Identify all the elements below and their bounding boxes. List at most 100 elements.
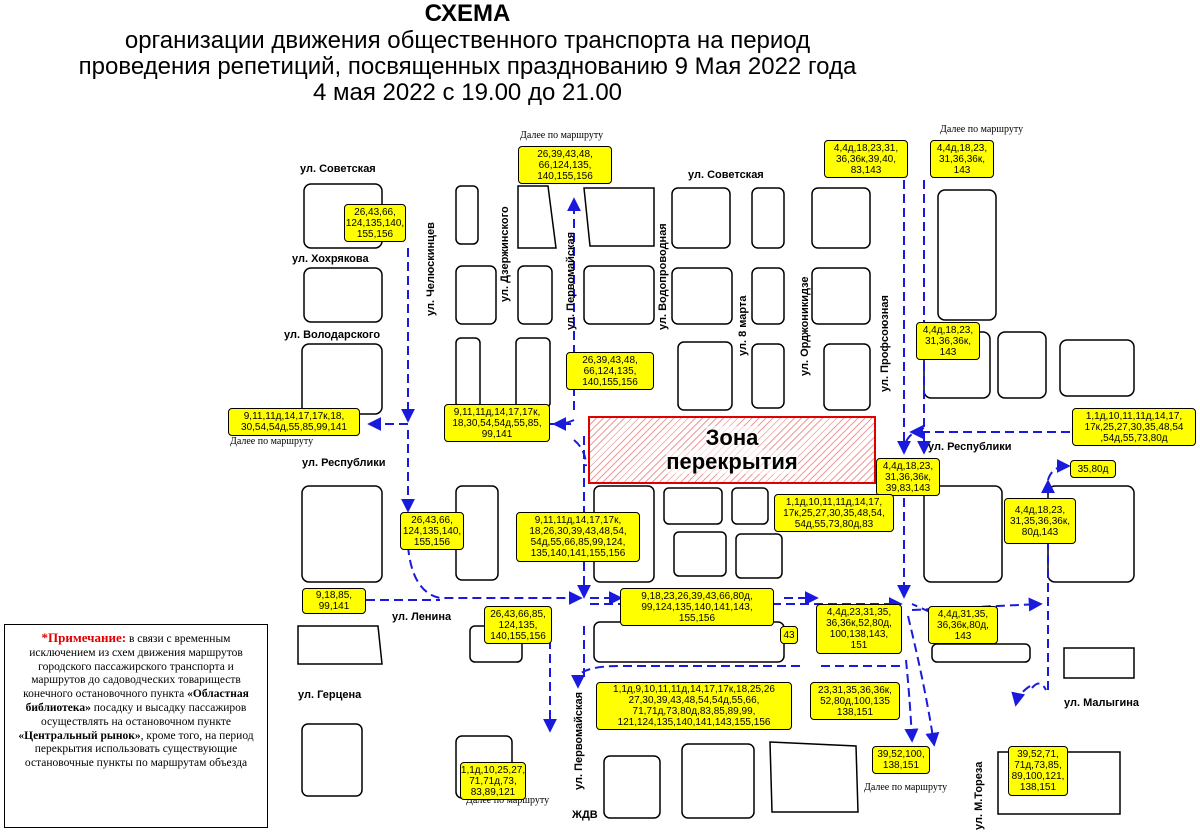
block [811, 267, 871, 325]
further-label-bottom-left: Далее по маршруту [466, 795, 549, 806]
street-vodoprovodnaya: ул. Водопроводная [657, 223, 669, 330]
block [735, 533, 783, 579]
block [517, 185, 557, 249]
arrow-toreza-south [907, 615, 940, 747]
block [923, 485, 1003, 583]
block [301, 723, 363, 797]
block [931, 643, 1031, 663]
block [515, 337, 551, 409]
further-label-top-right: Далее по маршруту [940, 124, 1023, 135]
note-stop-2: «Центральный рынок» [18, 729, 141, 742]
block [811, 187, 871, 249]
route-box: 39,52,100, 138,151 [872, 746, 930, 774]
route-box: 26,43,66, 124,135,140, 155,156 [400, 512, 464, 550]
note-text-2: посадку и высадку пассажиров осуществлят… [40, 701, 247, 728]
block [583, 187, 655, 247]
title-heading: СХЕМА [424, 0, 511, 27]
street-volodarskogo: ул. Володарского [284, 329, 380, 341]
block [583, 265, 655, 325]
street-malygina: ул. Малыгина [1064, 697, 1140, 709]
route-box: 1,1д,10,11,11д,14,17, 17к,25,27,30,35,48… [1072, 408, 1196, 446]
street-dzerzhinskogo: ул. Дзержинского [499, 206, 511, 302]
arrow-perv-bend [573, 439, 587, 467]
block [731, 487, 769, 525]
route-box: 39,52,71, 71д,73,85, 89,100,121, 138,151 [1008, 746, 1068, 796]
arrow-toreza-branch [904, 659, 919, 743]
block [671, 187, 731, 249]
note-heading: *Примечание: [41, 630, 127, 645]
block [751, 187, 785, 249]
street-chelyuskintsev: ул. Челюскинцев [425, 222, 437, 316]
note-box: *Примечание: в связи с временным исключе… [4, 624, 268, 828]
route-box: 1,1д,9,10,11,11д,14,17,17к,18,25,26 27,3… [596, 682, 792, 730]
route-box: 23,31,35,36,36к, 52,80д,100,135 138,151 [810, 682, 900, 720]
arrow-toreza-return [911, 603, 931, 613]
route-box: 4,4д,18,23,31, 36,36к,39,40, 83,143 [824, 140, 908, 178]
note-text-3: , кроме того, на период перекрытия испол… [24, 729, 254, 770]
route-box: 26,43,66, 124,135,140, 155,156 [344, 204, 406, 242]
block [769, 741, 859, 813]
block [297, 625, 383, 665]
note-text-1: в связи с временным исключением из схем … [23, 633, 243, 701]
route-box: 1,1д,10,25,27, 71,71д,73, 83,89,121 [460, 762, 526, 800]
route-box: 9,11,11д,14,17,17к, 18,30,54,54д,55,85, … [444, 404, 550, 442]
block [677, 341, 733, 411]
route-box: 9,11,11д,14,17,17к, 18,26,30,39,43,48,54… [516, 512, 640, 562]
further-label-top-center: Далее по маршруту [520, 130, 603, 141]
street-8-marta: ул. 8 марта [737, 295, 749, 356]
arrow-respubliki-ne [1047, 459, 1071, 481]
route-box: 1,1д,10,11,11д,14,17, 17к,25,27,30,35,48… [774, 494, 894, 532]
route-box: 4,4д,18,23, 31,36,36к, 143 [916, 322, 980, 360]
block [1063, 647, 1135, 679]
block [517, 265, 553, 325]
route-box: 4,4д,31,35, 36,36к,80д, 143 [928, 606, 998, 644]
further-label-left: Далее по маршруту [230, 436, 313, 447]
block [997, 331, 1047, 399]
street-hohryakova: ул. Хохрякова [292, 253, 370, 265]
street-ordzhonikidze: ул. Орджоникидзе [799, 276, 811, 376]
route-box: 9,18,85, 99,141 [302, 588, 366, 614]
zone-label-line2: перекрытия [666, 449, 798, 474]
block [751, 267, 785, 325]
route-box: 35,80д [1070, 460, 1116, 478]
block [937, 189, 997, 321]
street-pervomayskaya-bottom: ул. Первомайская [573, 692, 585, 790]
route-box: 9,18,23,26,39,43,66,80д, 99,124,135,140,… [620, 588, 774, 626]
block [455, 185, 479, 245]
street-respubliki-right: ул. Республики [928, 441, 1012, 453]
block [303, 267, 383, 323]
block [455, 265, 497, 325]
block [1059, 339, 1135, 397]
block [663, 487, 723, 525]
block [823, 343, 871, 411]
map-title: СХЕМА организации движения общественного… [0, 0, 935, 106]
arrow-malygina-fork-left [1011, 685, 1031, 707]
street-zhdv: ЖДВ [571, 809, 598, 821]
block [455, 337, 481, 409]
arrow-perv-curve-west [552, 416, 575, 431]
block [593, 621, 785, 663]
route-box: 4,4д,23,31,35, 36,36к,52,80д, 100,138,14… [816, 604, 902, 654]
block [751, 343, 785, 409]
further-label-bottom-right: Далее по маршруту [864, 782, 947, 793]
block [673, 531, 727, 577]
title-line-4: 4 мая 2022 с 19.00 до 21.00 [312, 79, 623, 106]
route-box: 26,39,43,48, 66,124,135, 140,155,156 [518, 146, 612, 184]
street-lenina: ул. Ленина [392, 611, 452, 623]
block [301, 485, 383, 583]
street-pervomayskaya-top: ул. Первомайская [565, 232, 577, 330]
title-line-3: проведения репетиций, посвященных праздн… [78, 53, 857, 80]
street-sovetskaya-left: ул. Советская [300, 163, 376, 175]
route-box: 43 [780, 626, 798, 644]
arrow-malygina-fork-up [1031, 682, 1047, 691]
street-toreza: ул. М.Тореза [973, 761, 985, 830]
route-box: 26,39,43,48, 66,124,135, 140,155,156 [566, 352, 654, 390]
route-box: 9,11,11д,14,17,17к,18, 30,54,54д,55,85,9… [228, 408, 360, 436]
route-box: 4,4д,18,23, 31,36,36к, 39,83,143 [876, 458, 940, 496]
street-sovetskaya-center: ул. Советская [688, 169, 764, 181]
street-gertsena: ул. Герцена [298, 689, 362, 701]
route-box: 4,4д,18,23, 31,36,36к, 143 [930, 140, 994, 178]
route-box: 26,43,66,85, 124,135, 140,155,156 [484, 606, 552, 644]
block [603, 755, 661, 819]
route-box: 4,4д,18,23, 31,35,36,36к, 80д,143 [1004, 498, 1076, 544]
